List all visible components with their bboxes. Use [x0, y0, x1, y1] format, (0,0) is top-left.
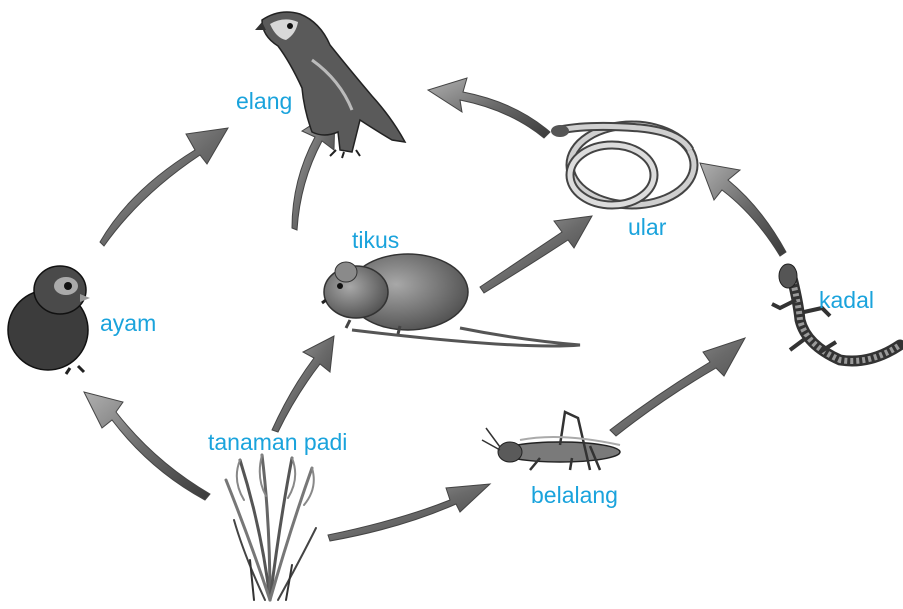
chick-illustration — [8, 266, 90, 374]
label-tanaman-padi: tanaman padi — [208, 431, 347, 454]
arrow-padi-to-tikus — [272, 336, 334, 432]
label-ular: ular — [628, 216, 666, 239]
grasshopper-illustration — [482, 412, 620, 470]
rat-illustration — [322, 254, 580, 346]
arrow-tikus-to-ular — [480, 216, 592, 293]
label-tikus: tikus — [352, 229, 399, 252]
label-elang: elang — [236, 90, 292, 113]
label-ayam: ayam — [100, 312, 156, 335]
label-kadal: kadal — [819, 289, 874, 312]
arrow-ayam-to-elang — [100, 128, 228, 246]
arrow-ular-to-elang — [428, 78, 550, 138]
snake-illustration — [551, 125, 694, 205]
arrow-padi-to-belalang — [328, 484, 490, 541]
label-belalang: belalang — [531, 484, 618, 507]
arrow-belalang-to-kadal — [610, 338, 745, 436]
arrow-padi-to-ayam — [84, 392, 210, 500]
rice-plant-illustration — [226, 455, 316, 600]
arrow-kadal-to-ular — [700, 163, 786, 256]
